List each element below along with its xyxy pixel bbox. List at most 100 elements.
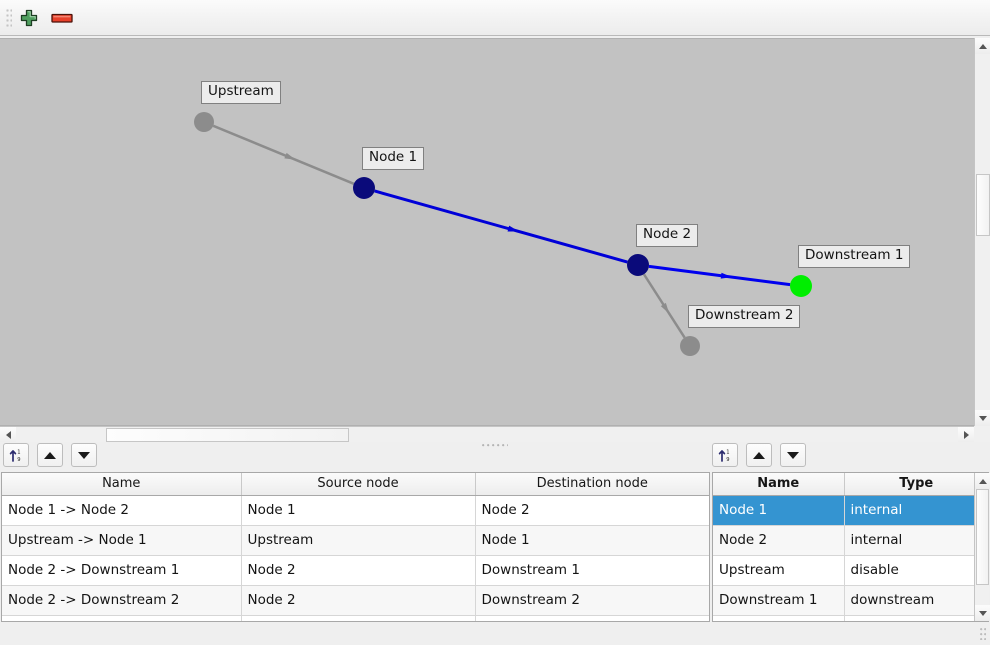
edge-table-empty-cell [241, 615, 476, 621]
edge-arrow-node2-downstream2 [660, 302, 670, 314]
triangle-up-icon [753, 451, 765, 459]
svg-text:9: 9 [17, 457, 20, 463]
node-table-cell-type[interactable]: downstream [844, 585, 988, 616]
node-layer [194, 112, 812, 356]
edge-table-cell-destination[interactable]: Node 2 [475, 495, 709, 526]
edge-table-cell-source[interactable]: Node 2 [241, 555, 476, 586]
node-table-cell-name[interactable]: Node 2 [713, 525, 845, 556]
node-table-column-header[interactable]: Type [844, 473, 988, 496]
edge-table-cell-source[interactable]: Node 2 [241, 585, 476, 616]
scroll-left-arrow-icon[interactable] [0, 427, 16, 443]
edge-table-cell-source[interactable]: Node 1 [241, 495, 476, 526]
edge-move-down-button[interactable] [71, 443, 97, 467]
plus-icon [20, 9, 38, 27]
svg-text:1: 1 [17, 450, 20, 456]
node-move-up-button[interactable] [746, 443, 772, 467]
node-table-scrollbar-thumb[interactable] [976, 489, 989, 585]
edge-table-cell-source[interactable]: Upstream [241, 525, 476, 556]
node-move-down-button[interactable] [780, 443, 806, 467]
edge-table-column-header[interactable]: Source node [241, 473, 476, 496]
graph-horizontal-scrollbar[interactable] [0, 426, 974, 443]
scroll-up-arrow-icon[interactable] [975, 473, 990, 489]
node-table-cell-type[interactable]: internal [844, 495, 988, 526]
edge-node1-node2[interactable] [374, 189, 628, 264]
node-table-cell-type[interactable]: internal [844, 525, 988, 556]
node-table-empty-row [713, 615, 988, 621]
edge-table-cell-destination[interactable]: Node 1 [475, 525, 709, 556]
node-table-cell-type[interactable]: disable [844, 555, 988, 586]
node-sort-button[interactable]: 1 9 [712, 443, 738, 467]
edge-table-empty-cell [475, 615, 709, 621]
graph-node-label-upstream[interactable]: Upstream [201, 81, 281, 104]
edge-table-cell-name[interactable]: Upstream -> Node 1 [2, 525, 242, 556]
edge-table-cell-name[interactable]: Node 1 -> Node 2 [2, 495, 242, 526]
resize-grip-icon [980, 628, 986, 640]
edge-move-up-button[interactable] [37, 443, 63, 467]
edge-node2-downstream1[interactable] [648, 264, 791, 287]
triangle-down-icon [78, 451, 90, 459]
edge-table-empty-cell [2, 615, 242, 621]
edge-arrow-node2-downstream1 [720, 272, 733, 279]
node-table-scrollbar[interactable] [974, 473, 990, 621]
scroll-down-arrow-icon[interactable] [975, 410, 990, 426]
svg-text:9: 9 [726, 457, 729, 463]
triangle-up-icon [44, 451, 56, 459]
edge-table-cell-destination[interactable]: Downstream 2 [475, 585, 709, 616]
node-table-cell-name[interactable]: Upstream [713, 555, 845, 586]
panel-splitter[interactable] [0, 442, 990, 448]
scroll-up-arrow-icon[interactable] [975, 38, 990, 54]
graph-node-label-node1[interactable]: Node 1 [362, 147, 425, 170]
graph-node-node1[interactable] [353, 177, 375, 199]
node-table-column-header[interactable]: Name [713, 473, 845, 496]
scroll-down-arrow-icon[interactable] [975, 605, 990, 621]
edge-table-column-header[interactable]: Name [2, 473, 242, 496]
vertical-scrollbar-thumb[interactable] [976, 174, 990, 236]
edge-arrow-upstream-node1 [284, 152, 296, 160]
graph-svg [194, 112, 812, 356]
triangle-down-icon [787, 451, 799, 459]
bottom-panel [0, 623, 990, 645]
edge-table-empty-row [2, 615, 709, 621]
graph-node-label-downstream2[interactable]: Downstream 2 [688, 305, 801, 328]
edge-table-cell-destination[interactable]: Downstream 1 [475, 555, 709, 586]
graph-node-downstream2[interactable] [680, 336, 700, 356]
edge-table-cell-name[interactable]: Node 2 -> Downstream 2 [2, 585, 242, 616]
edge-sort-button[interactable]: 1 9 [3, 443, 29, 467]
edge-layer [212, 124, 791, 339]
add-node-button[interactable] [16, 6, 42, 30]
edge-upstream-node1[interactable] [212, 124, 355, 185]
graph-node-label-node2[interactable]: Node 2 [636, 224, 699, 247]
edge-table-column-header[interactable]: Destination node [475, 473, 709, 496]
scrollbar-corner [974, 426, 990, 442]
scroll-right-arrow-icon[interactable] [958, 427, 974, 443]
minus-icon [51, 13, 73, 23]
node-table-cell-name[interactable]: Node 1 [713, 495, 845, 526]
graph-node-label-downstream1[interactable]: Downstream 1 [798, 245, 911, 268]
graph-node-node2[interactable] [627, 254, 649, 276]
edge-table-cell-name[interactable]: Node 2 -> Downstream 1 [2, 555, 242, 586]
toolbar-drag-grip[interactable] [6, 9, 12, 27]
graph-vertical-scrollbar[interactable] [974, 38, 990, 426]
sort-ascending-icon: 1 9 [718, 450, 730, 463]
node-table-cell-name[interactable]: Downstream 1 [713, 585, 845, 616]
graph-node-upstream[interactable] [194, 112, 214, 132]
remove-node-button[interactable] [49, 6, 75, 30]
main-toolbar [0, 0, 990, 36]
edge-table-toolbar: 1 9 [3, 443, 105, 469]
horizontal-scrollbar-thumb[interactable] [106, 428, 349, 442]
graph-node-downstream1[interactable] [790, 275, 812, 297]
